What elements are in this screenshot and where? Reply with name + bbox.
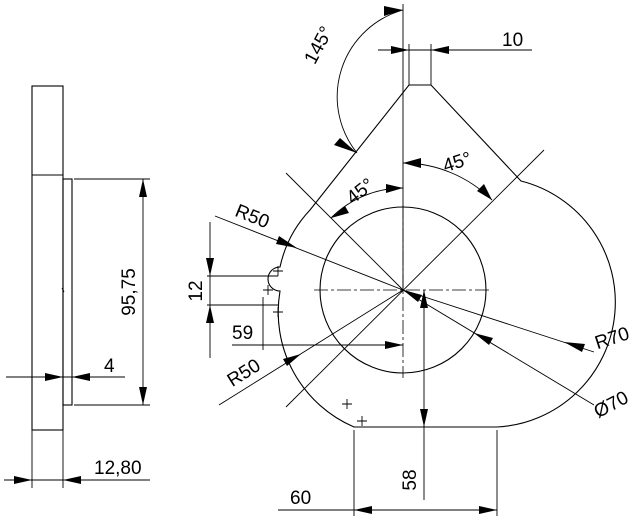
dim-4-arrow-left <box>45 373 63 381</box>
dim-12-arrow-top <box>206 258 214 276</box>
dim-95-75-arrow-top <box>139 179 147 197</box>
dim-12-arrow-bottom <box>206 305 214 323</box>
side-view: 95,75 4 12,80 <box>4 85 150 488</box>
dim-diameter-arrow-center <box>403 290 422 302</box>
construction-cross-3 <box>273 307 283 317</box>
dim-45-right-arrow-end <box>477 184 492 200</box>
dim-60-arrow-left <box>354 506 372 514</box>
dim-angle-right-text: 45° <box>440 148 474 177</box>
dim-r50-upper-leader <box>214 215 404 291</box>
dim-95-75-arrow-bottom <box>139 387 147 405</box>
dim-slot-height-text: 12 <box>186 280 207 301</box>
dim-10-arrow-right <box>431 46 449 54</box>
dim-r50-lower-arrow <box>283 354 301 366</box>
dim-diameter-bore-text: Ø70 <box>591 387 633 422</box>
dim-45-center-arrow-end <box>386 184 403 193</box>
dim-4-arrow-right <box>72 373 90 381</box>
dim-diameter-arrow-bore <box>474 333 493 345</box>
dim-side-thickness-text: 12,80 <box>94 458 142 479</box>
dim-diameter-leader <box>402 289 595 406</box>
dim-145-arrow-bottom <box>334 138 357 153</box>
dim-59-arrow <box>385 341 403 349</box>
dim-12-80-arrow-left <box>14 476 32 484</box>
dim-58-arrow-bottom <box>420 409 428 427</box>
construction-cross-4 <box>342 399 352 409</box>
dim-side-height-text: 95,75 <box>119 268 140 316</box>
side-view-center-mark <box>61 287 65 293</box>
dim-width-top-text: 10 <box>502 30 523 51</box>
dim-radius-left-upper-text: R50 <box>232 201 272 234</box>
dim-r50-lower-leader <box>218 289 404 406</box>
dim-height-lower-text: 58 <box>400 469 421 490</box>
dim-12-80-arrow-right <box>63 476 81 484</box>
dim-145-arrow-top <box>384 6 403 16</box>
dim-45-center-arrow-start <box>331 206 349 218</box>
dim-width-base-text: 60 <box>290 488 311 509</box>
dim-60-arrow-right <box>479 506 497 514</box>
front-view: 10 145° 45° 45° R50 12 59 <box>186 4 632 516</box>
dim-radius-right-text: R70 <box>592 323 632 354</box>
dim-145-arc <box>336 9 404 154</box>
dim-10-arrow-left <box>391 46 409 54</box>
diagonal-line-right <box>285 149 545 408</box>
dim-58-arrow-top <box>420 290 428 308</box>
dim-r50-upper-arrow <box>276 236 297 248</box>
diagonal-line-left <box>285 172 404 291</box>
dim-angle-top-text: 145° <box>301 23 338 68</box>
dim-side-step-text: 4 <box>104 356 115 377</box>
dim-radius-left-lower-text: R50 <box>224 355 265 391</box>
construction-cross-2 <box>273 266 283 276</box>
side-view-boss <box>62 178 73 406</box>
construction-cross-1 <box>263 285 273 295</box>
dim-r70-arrow <box>564 342 585 352</box>
part-outline <box>267 84 616 428</box>
dim-45-right-arrow-start <box>403 158 421 168</box>
dim-slot-offset-text: 59 <box>232 323 253 344</box>
dim-r70-leader <box>402 289 595 353</box>
construction-cross-5 <box>357 416 367 426</box>
